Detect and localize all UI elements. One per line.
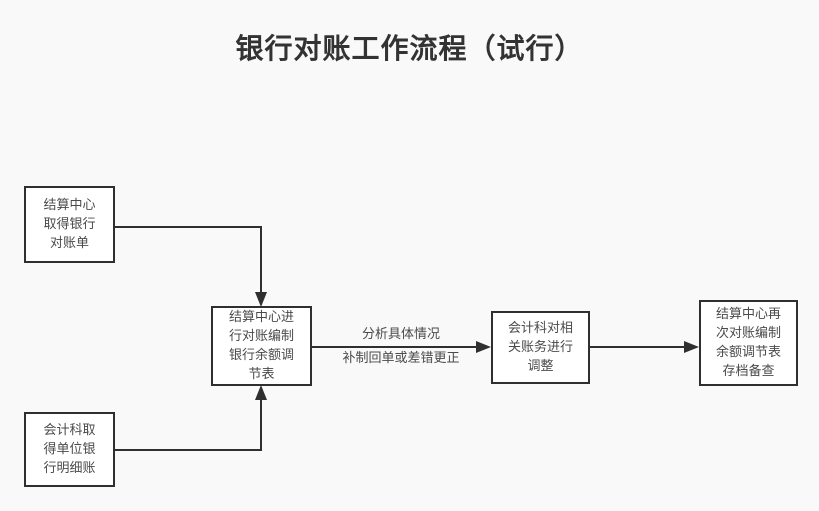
page-title: 银行对账工作流程（试行） bbox=[235, 32, 584, 65]
node-archive: 结算中心再次对账编制余额调节表存档备查 bbox=[699, 300, 798, 386]
edge-label-analyze-situation: 分析具体情况 bbox=[361, 327, 440, 342]
connector-bank-statement-to-reconcile bbox=[115, 226, 267, 307]
node-reconcile-label: 结算中心进行对账编制银行余额调节表 bbox=[228, 310, 294, 382]
connector-adjust-to-archive bbox=[590, 341, 699, 353]
edge-label-reissue-or-correct: 补制回单或差错更正 bbox=[342, 351, 460, 366]
node-bank-statement-label: 结算中心取得银行对账单 bbox=[43, 198, 96, 251]
connector-ledger-detail-to-reconcile bbox=[115, 385, 267, 451]
node-ledger-detail: 会计科取得单位银行明细账 bbox=[24, 412, 115, 487]
node-bank-statement: 结算中心取得银行对账单 bbox=[24, 186, 115, 263]
node-reconcile: 结算中心进行对账编制银行余额调节表 bbox=[211, 306, 312, 386]
connector-reconcile-to-adjust bbox=[312, 341, 491, 353]
node-ledger-detail-label: 会计科取得单位银行明细账 bbox=[43, 423, 96, 476]
node-adjust-label: 会计科对相关账务进行调整 bbox=[507, 321, 573, 374]
node-adjust: 会计科对相关账务进行调整 bbox=[491, 311, 590, 384]
node-archive-label: 结算中心再次对账编制余额调节表存档备查 bbox=[715, 307, 781, 379]
